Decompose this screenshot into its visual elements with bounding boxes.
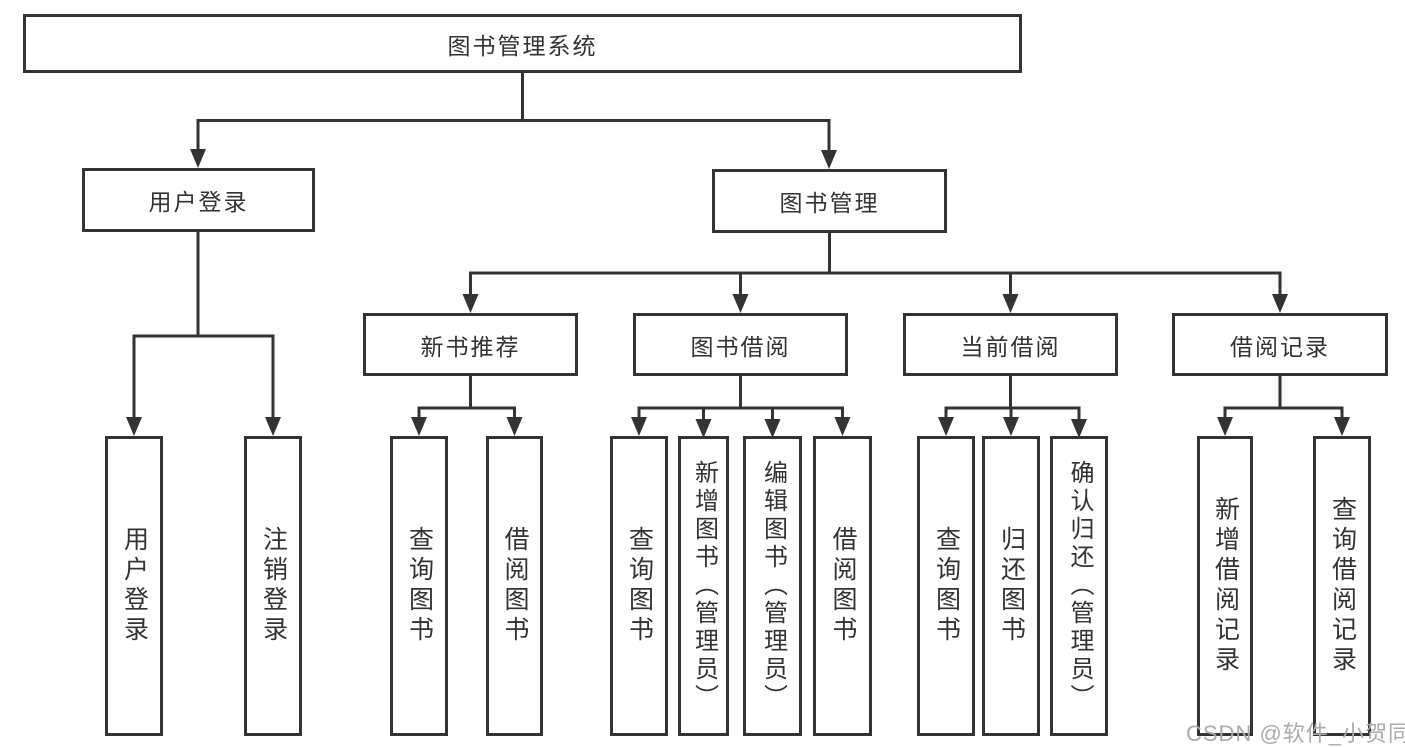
- node-current-borrow: 当前借阅: [903, 313, 1118, 376]
- node-leaf-borrow-books-2: 借阅图书: [813, 436, 872, 736]
- node-leaf-logout: 注销登录: [244, 436, 302, 736]
- node-leaf-return-books: 归还图书: [982, 436, 1040, 736]
- node-leaf-confirm-return-admin: 确认归还（管理员）: [1050, 436, 1108, 736]
- node-leaf-add-books-admin: 新增图书（管理员）: [678, 436, 729, 736]
- node-leaf-edit-books-admin: 编辑图书（管理员）: [743, 436, 802, 736]
- node-root: 图书管理系统: [23, 14, 1022, 73]
- node-leaf-query-borrow-record: 查询借阅记录: [1313, 436, 1371, 736]
- node-new-book-recommend: 新书推荐: [363, 313, 578, 376]
- watermark: CSDN @软件_小贺同学: [1186, 721, 1405, 746]
- node-book-borrow: 图书借阅: [633, 313, 848, 376]
- node-leaf-query-books-2: 查询图书: [610, 436, 668, 736]
- node-leaf-query-books-3: 查询图书: [917, 436, 975, 736]
- node-leaf-add-borrow-record: 新增借阅记录: [1197, 436, 1253, 736]
- node-borrow-records: 借阅记录: [1172, 313, 1388, 376]
- node-leaf-query-books-1: 查询图书: [390, 436, 448, 736]
- node-leaf-borrow-books-1: 借阅图书: [486, 436, 543, 736]
- node-leaf-user-login: 用户登录: [105, 436, 163, 736]
- node-book-management: 图书管理: [712, 169, 947, 233]
- node-user-login: 用户登录: [82, 168, 315, 232]
